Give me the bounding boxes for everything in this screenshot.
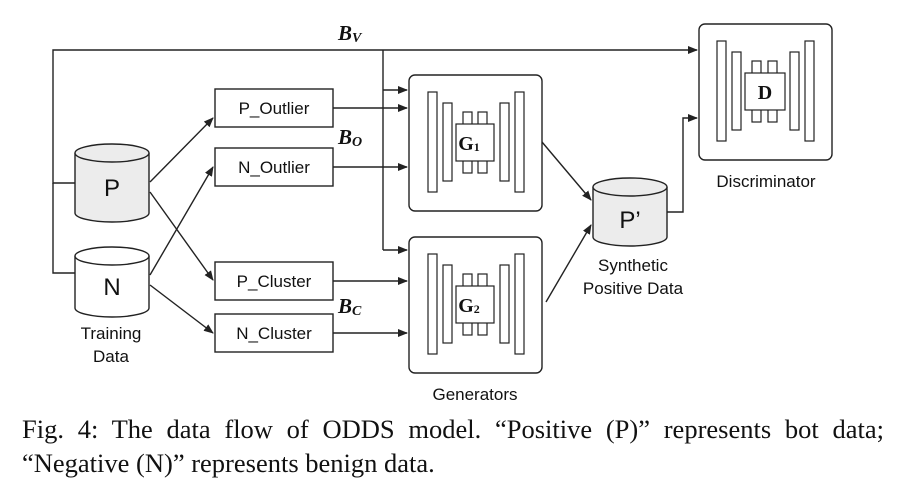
discriminator-label: Discriminator: [716, 172, 816, 191]
cylinder-p: P: [74, 143, 150, 223]
n-cluster-label: N_Cluster: [236, 324, 312, 343]
synthetic-label-line2: Positive Data: [583, 279, 684, 298]
generator-g1: G1: [408, 74, 543, 212]
odds-data-flow-diagram: BV BO BC P N Training Data P_Outlier N_O…: [52, 21, 833, 404]
cylinder-p-prime: P’: [592, 177, 668, 247]
g1-to-synthetic-arrow: [541, 141, 592, 201]
d-label: D: [758, 82, 772, 104]
bo-label: BO: [337, 125, 362, 150]
n-outlier-label: N_Outlier: [238, 158, 310, 177]
discriminator: D: [698, 23, 833, 161]
connectors: [52, 46, 698, 337]
p-outlier-box: [214, 88, 334, 128]
bv-n-feed-line: [52, 183, 75, 274]
training-data-label-line1: Training: [81, 324, 142, 343]
n-label: N: [103, 274, 120, 301]
p-to-p-cluster-arrow: [149, 191, 214, 281]
p-to-p-outlier-arrow: [149, 117, 214, 183]
p-outlier-label: P_Outlier: [239, 99, 310, 118]
p-cluster-label: P_Cluster: [237, 272, 312, 291]
training-data-label-line2: Data: [93, 347, 129, 366]
cylinder-n: N: [74, 246, 150, 318]
g1-label: G1: [458, 133, 480, 155]
bv-label: BV: [337, 21, 363, 46]
n-to-n-cluster-arrow: [149, 284, 214, 334]
synthetic-label-line1: Synthetic: [598, 256, 668, 275]
n-to-n-outlier-arrow: [149, 166, 214, 276]
generator-g2: G2: [408, 236, 543, 374]
g2-to-synthetic-arrow: [545, 224, 592, 303]
p-prime-label: P’: [619, 207, 640, 234]
synthetic-to-discriminator-arrow: [667, 114, 698, 213]
p-label: P: [104, 175, 120, 202]
n-cluster-box: [214, 313, 334, 353]
p-cluster-box: [214, 261, 334, 301]
bv-arrow: [52, 46, 698, 184]
generators-label: Generators: [432, 385, 517, 404]
bc-label: BC: [337, 294, 362, 319]
figure-caption: Fig. 4: The data flow of ODDS model. “Po…: [22, 414, 884, 478]
n-outlier-box: [214, 147, 334, 187]
g2-label: G2: [458, 295, 480, 317]
